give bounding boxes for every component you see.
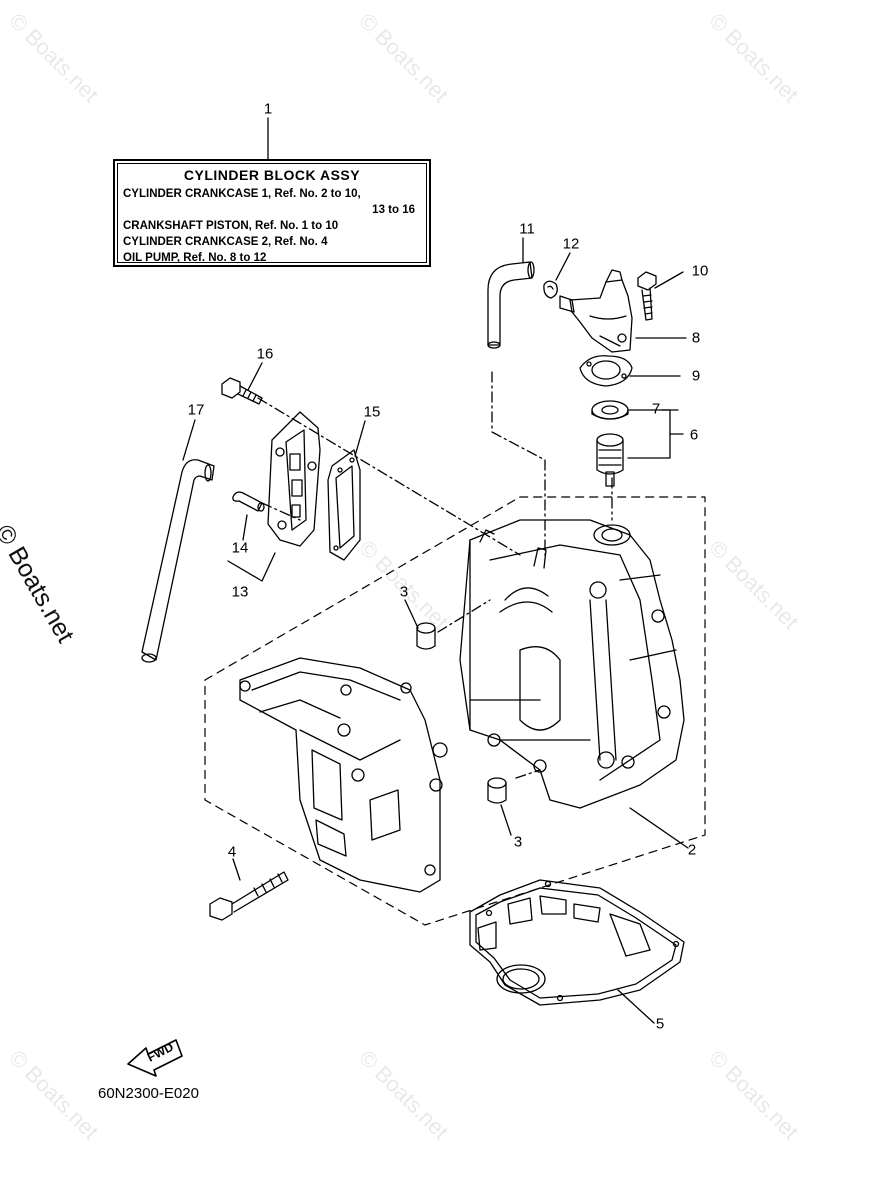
legend-line: 13 to 16	[372, 204, 415, 216]
part-4-bolt	[209, 871, 289, 921]
part-5-gasket	[469, 879, 685, 1006]
callout-6: 6	[689, 426, 699, 444]
callout-15: 15	[363, 403, 381, 421]
callout-5: 5	[655, 1015, 665, 1033]
legend-line: CYLINDER CRANKCASE 2, Ref. No. 4	[123, 236, 328, 248]
callout-7: 7	[651, 400, 661, 418]
callout-3: 3	[399, 583, 409, 601]
callout-16: 16	[256, 345, 274, 363]
callout-4: 4	[227, 843, 237, 861]
callout-2: 2	[687, 841, 697, 859]
legend-line: CRANKSHAFT PISTON, Ref. No. 1 to 10	[123, 220, 339, 232]
part-15-gasket	[327, 449, 361, 561]
part-10-bolt	[637, 271, 657, 321]
part-4-crankcase-2	[239, 657, 448, 893]
callout-14: 14	[231, 539, 249, 557]
part-11-hose	[487, 261, 533, 346]
callout-12: 12	[562, 235, 580, 253]
callout-13: 13	[231, 583, 249, 601]
part-12-clip	[543, 280, 558, 299]
legend-line: CYLINDER CRANKCASE 1, Ref. No. 2 to 10,	[123, 188, 361, 200]
part-8-oil-pump	[559, 269, 633, 353]
part-6-rotor	[596, 433, 624, 487]
callout-11: 11	[519, 220, 535, 238]
callout-3: 3	[513, 833, 523, 851]
legend-box: CYLINDER BLOCK ASSY CYLINDER CRANKCASE 1…	[113, 159, 431, 267]
legend-line: OIL PUMP, Ref. No. 8 to 12	[123, 252, 267, 264]
part-14-pin	[232, 491, 265, 512]
part-2-crankcase	[459, 519, 685, 809]
part-17-hose	[141, 459, 215, 661]
fwd-arrow-icon	[127, 1039, 183, 1077]
part-3-dowel-lower	[487, 777, 507, 804]
callout-9: 9	[691, 367, 701, 385]
part-13-cover	[267, 411, 321, 547]
callout-17: 17	[187, 401, 205, 419]
part-9-gasket	[579, 355, 633, 387]
part-7-seal	[591, 400, 629, 420]
diagram-code: 60N2300-E020	[98, 1085, 199, 1102]
assembly-outline	[204, 496, 706, 926]
callout-8: 8	[691, 329, 701, 347]
part-16-bolt	[221, 377, 263, 405]
callout-1: 1	[263, 100, 273, 118]
legend-title: CYLINDER BLOCK ASSY	[183, 167, 361, 183]
callout-10: 10	[691, 262, 709, 280]
part-3-dowel-upper	[416, 622, 436, 650]
